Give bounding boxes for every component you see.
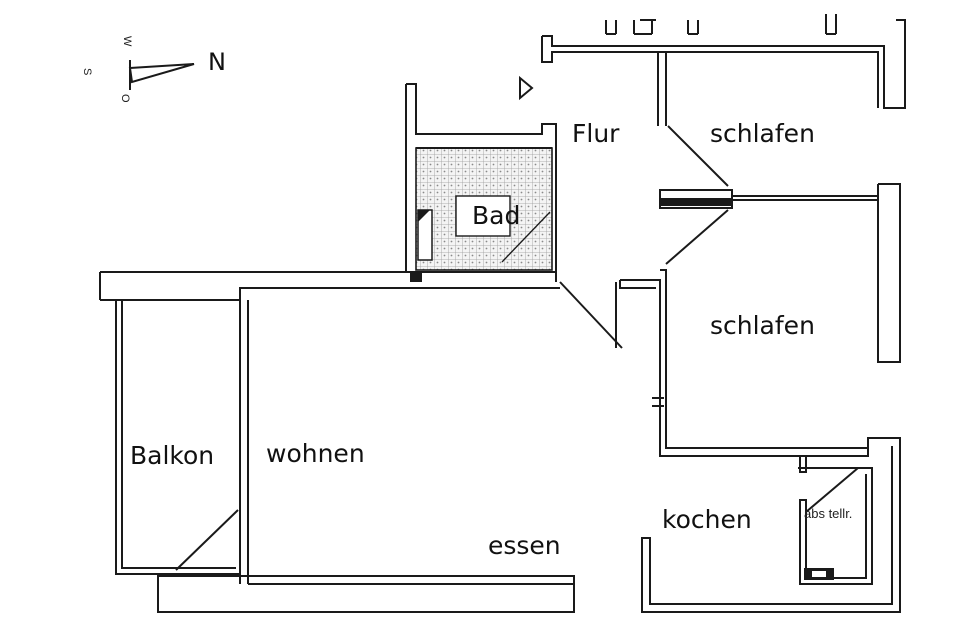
room-label-schlafen-1: schlafen xyxy=(710,119,815,148)
wall-top-right xyxy=(541,14,906,109)
wall-bad xyxy=(405,83,557,282)
compass-west: W xyxy=(121,36,133,47)
room-label-abstell: abs tellr. xyxy=(804,506,852,521)
wall-schlafen2-left xyxy=(619,269,869,457)
wall-wohnen xyxy=(99,271,623,613)
compass-east: O xyxy=(119,94,131,103)
entrance-arrow-icon xyxy=(519,75,534,101)
room-label-schlafen-2: schlafen xyxy=(710,311,815,340)
compass-south: S xyxy=(81,68,93,75)
wall-kochen xyxy=(641,437,901,613)
room-label-flur: Flur xyxy=(572,119,620,148)
room-label-balkon: Balkon xyxy=(130,441,214,470)
wall-flur-schlafen xyxy=(657,52,901,363)
room-label-essen: essen xyxy=(488,531,561,560)
balkon-outline xyxy=(115,300,240,575)
room-label-kochen: kochen xyxy=(662,505,752,534)
compass-icon xyxy=(128,60,195,90)
room-label-bad: Bad xyxy=(472,201,520,230)
room-label-wohnen: wohnen xyxy=(266,439,365,468)
compass-north: N xyxy=(208,48,226,76)
